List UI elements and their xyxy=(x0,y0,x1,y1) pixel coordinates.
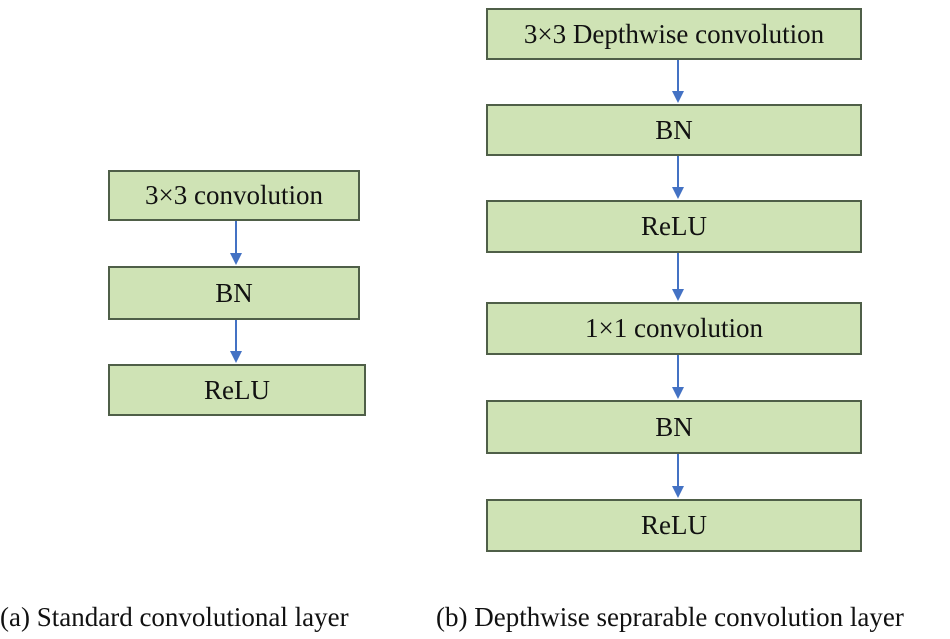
box-b-bn-1-label: BN xyxy=(655,114,693,145)
box-b-conv1x1: 1×1 convolution xyxy=(486,302,862,355)
box-a-relu-label: ReLU xyxy=(204,374,270,405)
box-a-bn: BN xyxy=(108,266,360,320)
caption-a: (a) Standard convolutional layer xyxy=(0,602,349,632)
arrow-a-1 xyxy=(230,221,242,265)
box-b-bn-2-label: BN xyxy=(655,411,693,442)
arrow-b-4 xyxy=(672,355,684,399)
arrow-b-5 xyxy=(672,454,684,498)
arrow-b-2 xyxy=(672,156,684,199)
box-a-relu: ReLU xyxy=(108,364,366,416)
box-b-relu-2: ReLU xyxy=(486,499,862,552)
box-b-conv1x1-label: 1×1 convolution xyxy=(585,313,763,343)
arrow-a-2 xyxy=(230,320,242,363)
box-a-conv3x3: 3×3 convolution xyxy=(108,170,360,221)
box-a-conv3x3-label: 3×3 convolution xyxy=(145,180,323,210)
box-b-relu-2-label: ReLU xyxy=(641,510,707,540)
box-a-bn-label: BN xyxy=(215,277,253,308)
box-b-relu-1: ReLU xyxy=(486,200,862,253)
arrow-b-1 xyxy=(672,60,684,103)
arrow-b-3 xyxy=(672,253,684,301)
caption-b: (b) Depthwise seprarable convolution lay… xyxy=(436,602,904,632)
box-b-bn-2: BN xyxy=(486,400,862,454)
box-b-depthwise-conv: 3×3 Depthwise convolution xyxy=(486,8,862,60)
box-b-relu-1-label: ReLU xyxy=(641,211,707,241)
box-b-bn-1: BN xyxy=(486,104,862,156)
box-b-depthwise-conv-label: 3×3 Depthwise convolution xyxy=(523,18,825,49)
